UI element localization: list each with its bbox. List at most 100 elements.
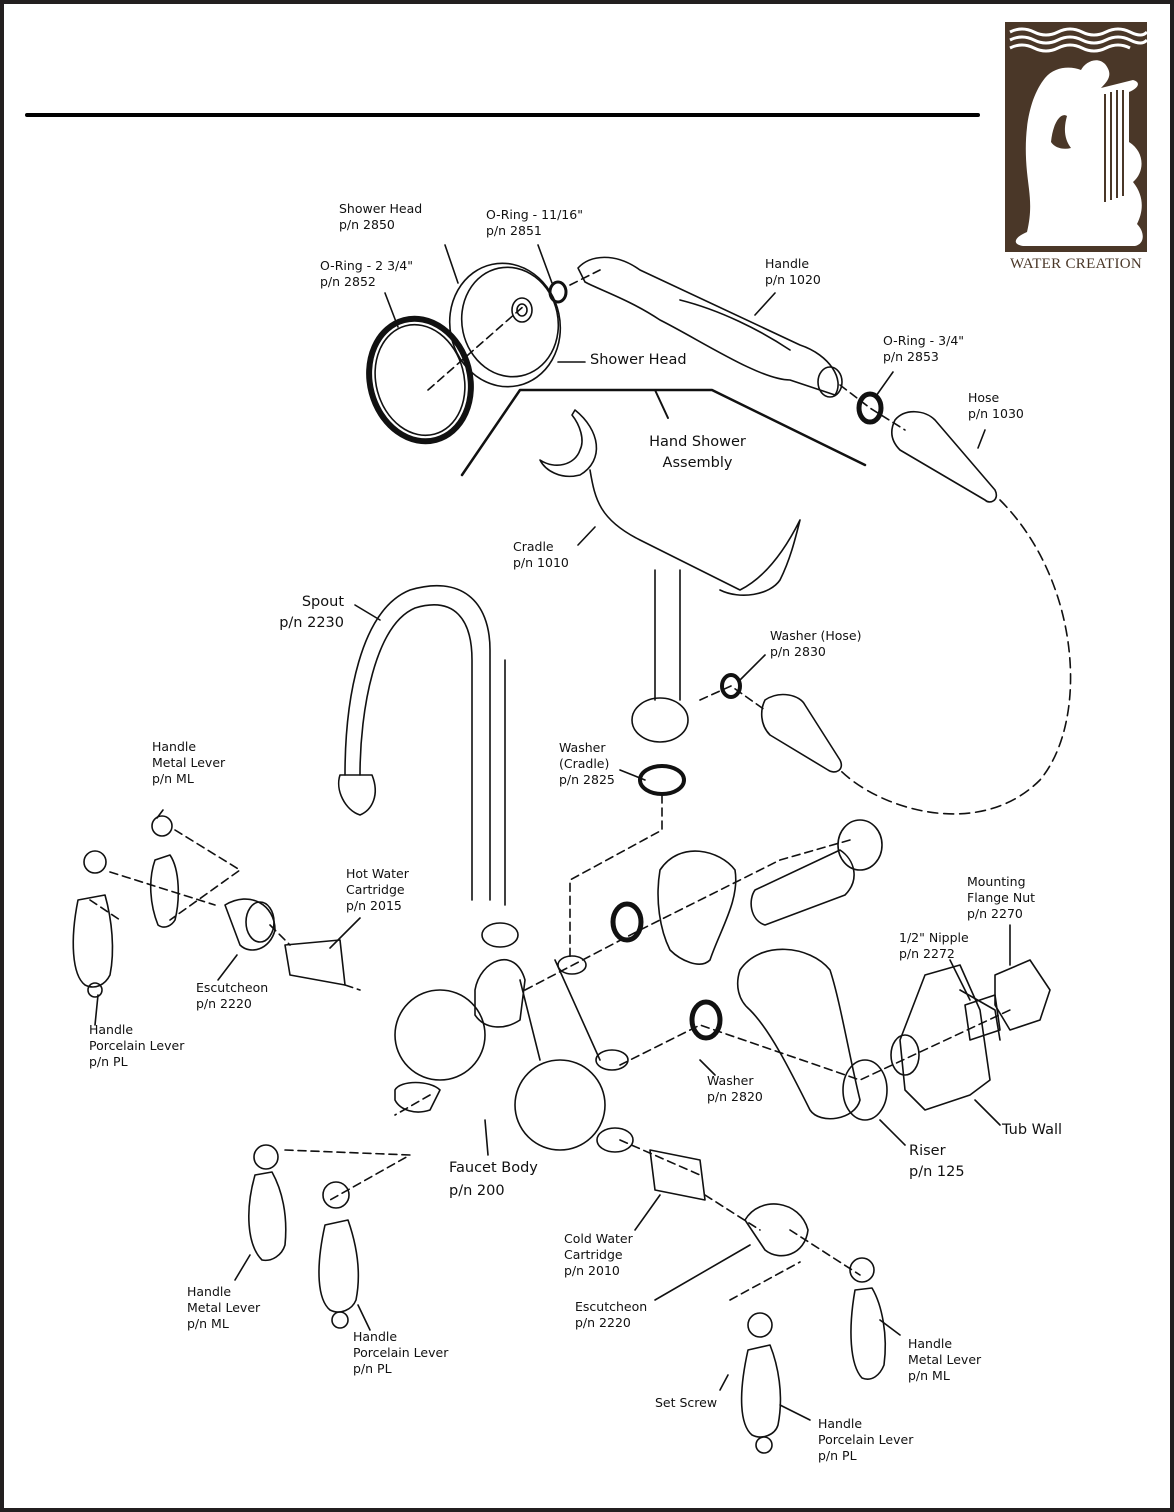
kneeling-figure-harp-logo-icon: [1005, 22, 1147, 252]
shower-head-part: [448, 262, 562, 388]
label-line: O-Ring - 11/16": [486, 207, 583, 222]
label-line: Spout: [301, 594, 344, 610]
label-line: Washer: [559, 740, 606, 755]
label-line: Hand Shower: [649, 434, 746, 450]
label-line: Escutcheon: [196, 980, 269, 995]
label-line: Metal Lever: [187, 1300, 261, 1315]
label-spout: Spout p/n 2230: [262, 592, 344, 634]
label-line: Set Screw: [655, 1395, 718, 1410]
label-line: p/n 2852: [320, 274, 376, 289]
label-washer-cradle: Washer (Cradle) p/n 2825: [559, 740, 615, 788]
faucet-body-part: [394, 989, 486, 1081]
label-line: p/n 2851: [486, 223, 542, 238]
label-handle-pl-left: Handle Porcelain Lever p/n PL: [89, 1022, 184, 1070]
label-handle-ml-bottom-left: Handle Metal Lever p/n ML: [187, 1284, 260, 1332]
label-escutcheon-right: Escutcheon p/n 2220: [575, 1299, 647, 1331]
label-line: p/n PL: [818, 1448, 857, 1463]
label-line: p/n PL: [89, 1054, 128, 1069]
handle-ml-bottom-left: [248, 1171, 287, 1262]
label-line: p/n 2015: [346, 898, 402, 913]
label-line: p/n 1010: [513, 555, 569, 570]
handle-ml-bottom-right: [850, 1287, 887, 1380]
label-shower-head-part: Shower Head p/n 2850: [339, 201, 422, 233]
label-hose: Hose p/n 1030: [968, 390, 1024, 422]
label-line: Washer (Hose): [770, 628, 862, 643]
label-line: Mounting: [967, 874, 1026, 889]
handle-ml-top: [149, 854, 180, 928]
label-escutcheon-left: Escutcheon p/n 2220: [196, 980, 268, 1012]
label-handle-pl-bottom-left: Handle Porcelain Lever p/n PL: [353, 1329, 448, 1377]
label-line: Metal Lever: [908, 1352, 982, 1367]
label-line: Escutcheon: [575, 1299, 648, 1314]
label-line: Cradle: [513, 539, 554, 554]
label-line: Hose: [968, 390, 1000, 405]
label-hot-water-cartridge: Hot Water Cartridge p/n 2015: [346, 866, 409, 914]
label-line: p/n 200: [449, 1183, 505, 1199]
handle-pl-bottom-right: [740, 1344, 782, 1438]
label-line: Handle: [765, 256, 810, 271]
label-line: p/n PL: [353, 1361, 392, 1376]
label-line: p/n 2825: [559, 772, 615, 787]
label-line: Riser: [909, 1143, 946, 1159]
label-shower-head-callout: Shower Head: [590, 350, 687, 371]
label-line: Cold Water: [564, 1231, 633, 1246]
label-line: O-Ring - 2 3/4": [320, 258, 413, 273]
label-cradle: Cradle p/n 1010: [513, 539, 569, 571]
label-oring-234: O-Ring - 2 3/4" p/n 2852: [320, 258, 413, 290]
label-line: Handle: [152, 739, 197, 754]
label-line: p/n 1020: [765, 272, 821, 287]
label-line: 1/2" Nipple: [899, 930, 969, 945]
hand-handle-part: [577, 256, 839, 396]
label-handle-ml-bottom-right: Handle Metal Lever p/n ML: [908, 1336, 981, 1384]
label-line: p/n 2820: [707, 1089, 763, 1104]
label-oring-34: O-Ring - 3/4" p/n 2853: [883, 333, 964, 365]
label-line: p/n ML: [908, 1368, 950, 1383]
label-washer-hose: Washer (Hose) p/n 2830: [770, 628, 861, 660]
label-line: p/n 2220: [575, 1315, 631, 1330]
brand-name: WATER CREATION: [1009, 256, 1143, 272]
handle-pl-left: [72, 894, 114, 988]
label-line: O-Ring - 3/4": [883, 333, 965, 348]
label-line: p/n ML: [152, 771, 194, 786]
escutcheon-right-part: [744, 1203, 809, 1257]
label-line: Cartridge: [564, 1247, 623, 1262]
label-line: Porcelain Lever: [353, 1345, 449, 1360]
label-line: Handle: [89, 1022, 134, 1037]
label-line: Assembly: [662, 455, 733, 471]
label-line: Porcelain Lever: [818, 1432, 914, 1447]
label-line: Faucet Body: [449, 1160, 538, 1176]
label-line: p/n 2010: [564, 1263, 620, 1278]
handle-pl-bottom-left: [318, 1219, 360, 1313]
label-line: Tub Wall: [1002, 1122, 1063, 1138]
label-line: p/n 2230: [279, 615, 344, 631]
spout-part: [344, 584, 506, 906]
cradle-part: [539, 409, 598, 478]
label-oring-1116: O-Ring - 11/16" p/n 2851: [486, 207, 583, 239]
label-tub-wall: Tub Wall: [1002, 1120, 1062, 1141]
label-washer-2820: Washer p/n 2820: [707, 1073, 763, 1105]
label-handle-ml-top: Handle Metal Lever p/n ML: [152, 739, 225, 787]
label-line: p/n 2853: [883, 349, 939, 364]
label-line: p/n 2220: [196, 996, 252, 1011]
label-set-screw: Set Screw: [655, 1395, 717, 1411]
label-line: Porcelain Lever: [89, 1038, 185, 1053]
header-rule: [25, 113, 980, 117]
label-cold-water-cartridge: Cold Water Cartridge p/n 2010: [564, 1231, 633, 1279]
label-line: p/n 2270: [967, 906, 1023, 921]
label-mounting-flange-nut: Mounting Flange Nut p/n 2270: [967, 874, 1035, 922]
label-line: Metal Lever: [152, 755, 226, 770]
label-line: p/n 125: [909, 1164, 965, 1180]
label-line: Handle: [187, 1284, 232, 1299]
label-nipple: 1/2" Nipple p/n 2272: [899, 930, 969, 962]
tub-wall-part: [899, 964, 991, 1111]
label-faucet-body: Faucet Body p/n 200: [449, 1157, 538, 1203]
oring-large-part: [366, 315, 474, 445]
label-line: Hot Water: [346, 866, 409, 881]
label-hand-shower-assembly: Hand Shower Assembly: [645, 432, 750, 474]
label-line: p/n 2830: [770, 644, 826, 659]
label-line: Cartridge: [346, 882, 405, 897]
label-line: Handle: [353, 1329, 398, 1344]
label-handle-hand-shower: Handle p/n 1020: [765, 256, 821, 288]
